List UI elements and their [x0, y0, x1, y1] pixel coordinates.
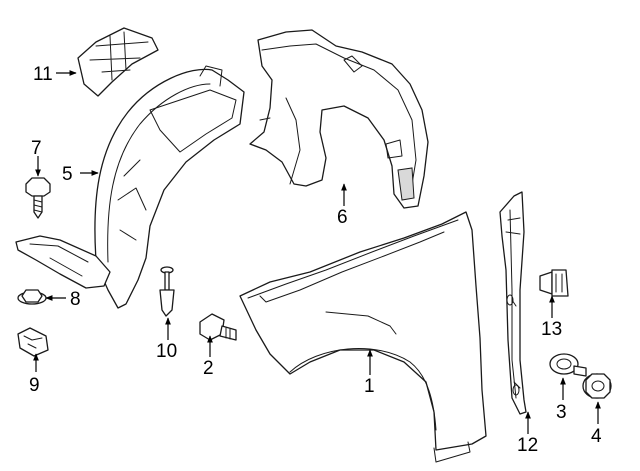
- callout-12: 12: [517, 435, 538, 456]
- part-4-nut: [582, 373, 612, 399]
- part-10-rivet: [159, 266, 175, 317]
- part-9-u-nut: [17, 327, 49, 357]
- part-3-stud: [549, 353, 587, 377]
- part-7-bolt: [25, 177, 51, 219]
- callout-2: 2: [203, 358, 214, 379]
- callout-5: 5: [62, 164, 73, 185]
- part-5-wheelhouse-liner: [15, 65, 245, 309]
- part-12-seal-strip: [499, 191, 527, 415]
- callout-13: 13: [541, 319, 562, 340]
- part-1-fender: [239, 211, 487, 463]
- callout-11: 11: [33, 64, 53, 85]
- part-11-bracket: [77, 27, 159, 97]
- part-13-clip: [539, 269, 569, 297]
- part-2-bolt: [199, 313, 237, 341]
- callout-6: 6: [337, 207, 348, 228]
- callout-leaders: [33, 70, 601, 434]
- callout-3: 3: [556, 402, 567, 423]
- callout-4: 4: [591, 426, 602, 447]
- callout-9: 9: [29, 375, 40, 396]
- part-8-clip: [17, 289, 47, 305]
- callout-numbers: 1 2 3 4 5 6 7 8 9 10 11 12 13: [29, 64, 602, 456]
- callout-1: 1: [364, 376, 375, 397]
- callout-10: 10: [156, 341, 177, 362]
- part-6-rear-shield: [249, 29, 429, 209]
- callout-8: 8: [70, 289, 81, 310]
- callout-7: 7: [31, 138, 42, 159]
